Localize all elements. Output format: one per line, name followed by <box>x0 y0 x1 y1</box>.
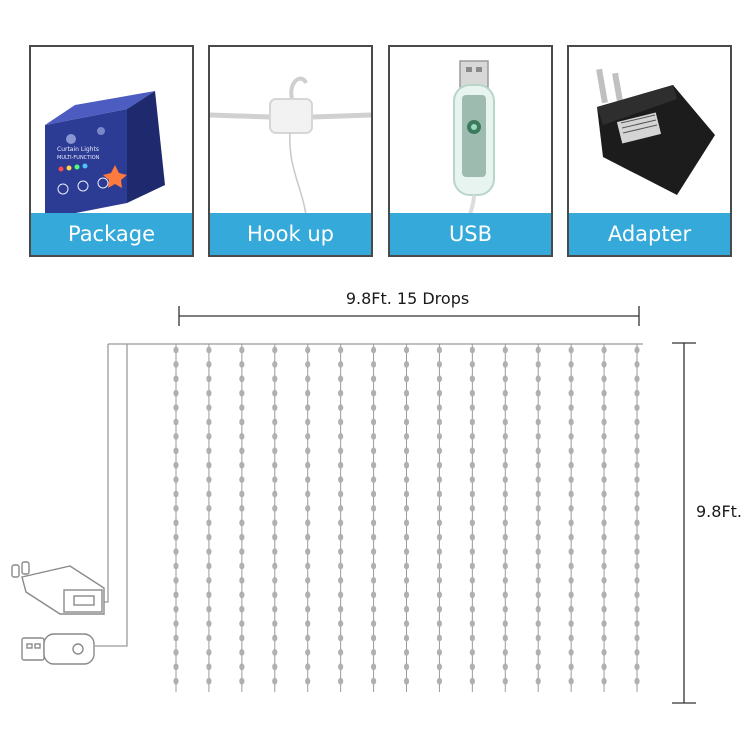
light-drop-15 <box>634 344 640 692</box>
adapter-image <box>596 68 715 195</box>
usb-plug-icon <box>21 633 95 665</box>
light-drop-1 <box>173 344 179 692</box>
adapter-label: Adapter <box>569 213 730 255</box>
light-drop-8 <box>403 344 410 692</box>
hook-up-card: Hook up <box>208 45 373 257</box>
usb-label: USB <box>390 213 551 255</box>
width-label: 9.8Ft. 15 Drops <box>345 289 470 308</box>
width-dimension-line <box>178 306 640 326</box>
hook-image <box>210 76 371 216</box>
package-card: Curtain Lights MULTI-FUNCTION Package <box>29 45 194 257</box>
height-dimension-line <box>672 342 696 704</box>
light-drop-10 <box>469 344 475 692</box>
usb-controller-image <box>453 60 495 217</box>
light-drop-14 <box>601 344 607 692</box>
light-drop-9 <box>436 344 443 692</box>
package-box-text: Curtain Lights <box>57 146 99 153</box>
light-drops <box>173 344 640 692</box>
light-drop-4 <box>272 344 278 692</box>
hook-up-label: Hook up <box>210 213 371 255</box>
light-drop-11 <box>502 344 508 692</box>
light-drop-3 <box>239 344 245 692</box>
package-box-subtext: MULTI-FUNCTION <box>57 155 100 161</box>
light-drop-5 <box>305 344 311 692</box>
plug-adapter-icon <box>11 561 105 615</box>
usb-card: USB <box>388 45 553 257</box>
package-box-image: Curtain Lights MULTI-FUNCTION <box>45 91 165 217</box>
light-drop-7 <box>370 344 377 692</box>
height-label: 9.8Ft. <box>696 502 743 521</box>
package-label: Package <box>31 213 192 255</box>
lead-wire <box>95 343 643 647</box>
adapter-card: Adapter <box>567 45 732 257</box>
light-drop-13 <box>568 344 574 692</box>
light-drop-6 <box>338 344 344 692</box>
light-drop-12 <box>535 344 541 692</box>
light-drop-2 <box>206 344 212 692</box>
